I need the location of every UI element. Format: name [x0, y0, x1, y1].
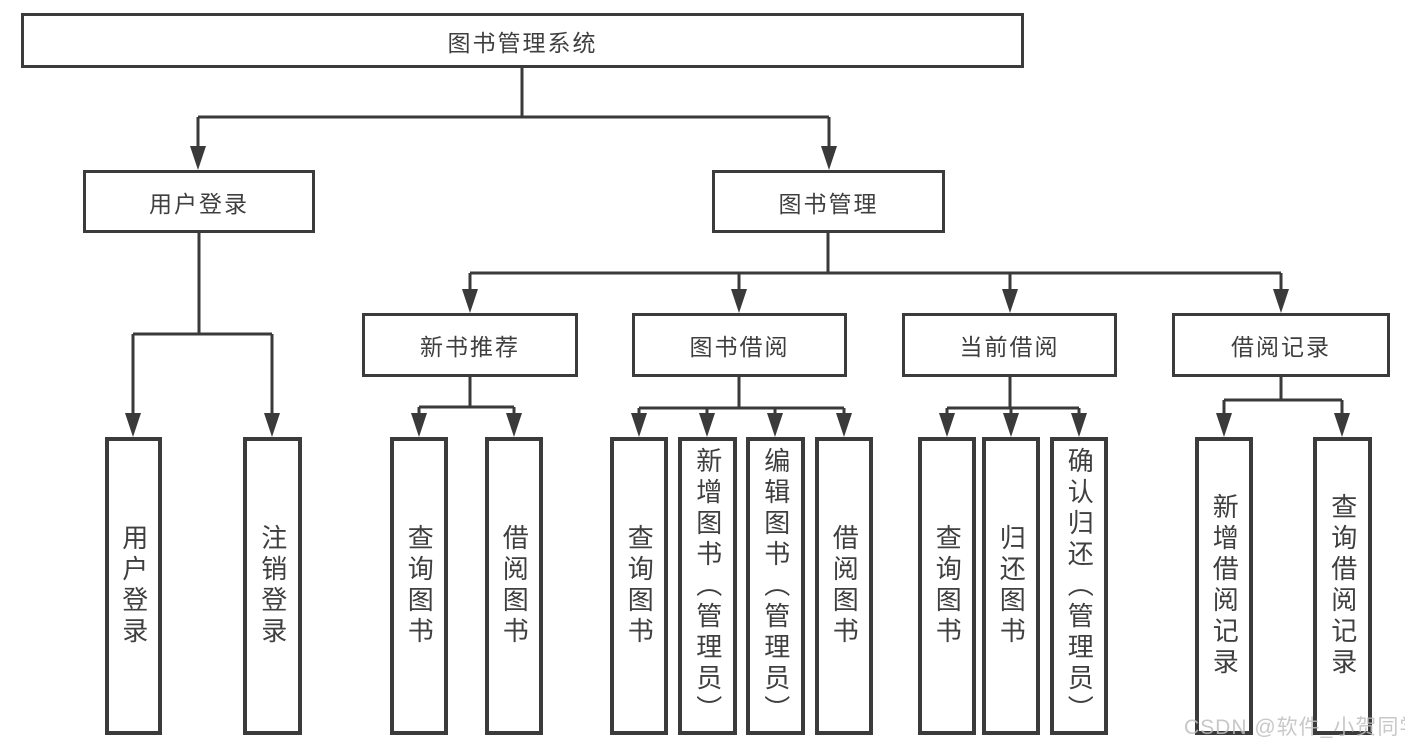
- node-label: 借阅图书: [829, 524, 860, 648]
- leaf-borrow-books-recommend: 借阅图书: [485, 437, 543, 735]
- node-library-management-system: 图书管理系统: [21, 13, 1024, 68]
- node-current-borrowing: 当前借阅: [902, 313, 1117, 377]
- leaf-query-books-recommend: 查询图书: [390, 437, 448, 735]
- node-borrowing-records: 借阅记录: [1172, 313, 1390, 377]
- node-label: 借阅图书: [499, 524, 530, 648]
- node-user-login: 用户登录: [83, 170, 315, 233]
- node-label: 注销登录: [257, 524, 288, 648]
- leaf-query-books-borrowing: 查询图书: [610, 437, 668, 735]
- leaf-add-books-admin: 新增图书（管理员）: [678, 437, 737, 735]
- node-label: 新书推荐: [420, 334, 520, 360]
- node-label: 查询图书: [932, 524, 963, 648]
- leaf-edit-books-admin: 编辑图书（管理员）: [746, 437, 805, 735]
- node-book-borrowing: 图书借阅: [632, 313, 847, 377]
- node-label: 确认归还（管理员）: [1064, 446, 1095, 726]
- node-label: 查询图书: [624, 524, 655, 648]
- node-label: 用户登录: [118, 524, 149, 648]
- node-label: 查询借阅记录: [1327, 493, 1358, 679]
- leaf-query-books-current: 查询图书: [918, 437, 976, 735]
- leaf-query-borrow-record: 查询借阅记录: [1313, 437, 1372, 735]
- node-label: 编辑图书（管理员）: [760, 446, 791, 726]
- node-label: 图书借阅: [689, 334, 790, 360]
- leaf-confirm-return-admin: 确认归还（管理员）: [1050, 437, 1108, 735]
- leaf-logout-login: 注销登录: [243, 437, 302, 735]
- node-label: 当前借阅: [959, 334, 1060, 360]
- leaf-borrow-books-borrowing: 借阅图书: [815, 437, 873, 735]
- node-label: 新增借阅记录: [1209, 493, 1240, 679]
- node-label: 查询图书: [404, 524, 435, 648]
- node-label: 新增图书（管理员）: [692, 446, 723, 726]
- leaf-return-books: 归还图书: [982, 437, 1040, 735]
- node-book-management: 图书管理: [712, 170, 945, 233]
- node-label: 图书管理: [778, 190, 879, 217]
- node-label: 借阅记录: [1231, 334, 1331, 360]
- node-label: 归还图书: [996, 524, 1027, 648]
- node-label: 图书管理系统: [447, 29, 598, 56]
- leaf-add-borrow-record: 新增借阅记录: [1195, 437, 1253, 735]
- leaf-user-login: 用户登录: [105, 437, 162, 735]
- watermark: CSDN @软件_小贺同学: [1184, 716, 1405, 739]
- node-label: 用户登录: [149, 190, 249, 217]
- node-new-book-recommend: 新书推荐: [362, 313, 578, 377]
